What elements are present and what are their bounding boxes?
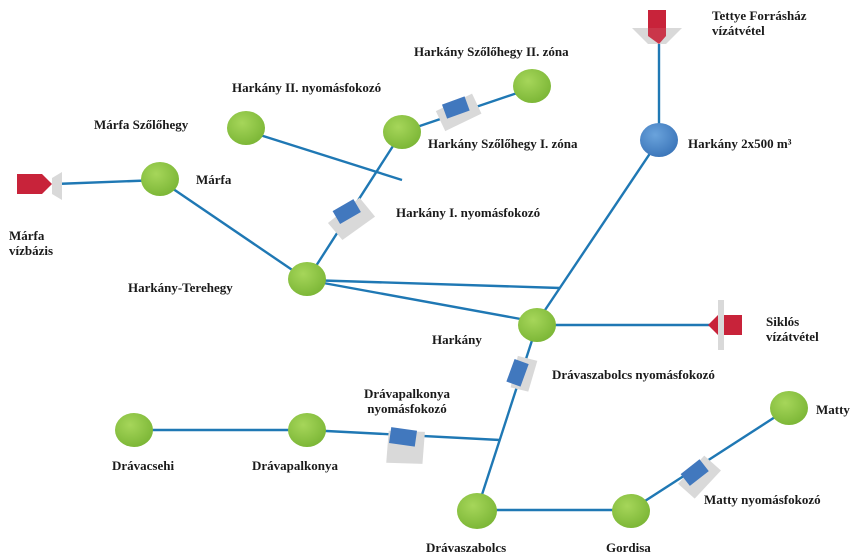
booster-matty-icon	[678, 455, 721, 499]
label-siklos: Siklós vízátvétel	[766, 314, 819, 344]
node-terehegy	[288, 262, 326, 296]
node-marfa-szolohegy	[227, 111, 265, 145]
label-harkany2-booster: Harkány II. nyomásfokozó	[232, 80, 382, 95]
label-dravacsehi: Drávacsehi	[112, 458, 175, 473]
pipe-harkany-dravaszabolcs	[475, 324, 539, 511]
pipe-marfa-szolohegy-szolohegy1	[243, 128, 403, 182]
pipe-tank-harkany	[536, 139, 660, 323]
booster-dravaszabolcs-icon	[506, 355, 538, 392]
label-matty: Matty	[816, 402, 850, 417]
tank-harkany-node	[640, 123, 678, 157]
pipe-terehegy-cross	[306, 278, 561, 290]
label-dravaszabolcs-booster: Drávaszabolcs nyomásfokozó	[552, 367, 715, 382]
consumer-nodes	[115, 69, 808, 529]
source-siklos-icon	[708, 300, 742, 350]
node-matty	[770, 391, 808, 425]
booster-dravapalkonya-icon	[386, 427, 425, 464]
label-harkany1-booster: Harkány I. nyomásfokozó	[396, 205, 541, 220]
node-harkany	[518, 308, 556, 342]
node-dravaszabolcs	[457, 493, 497, 529]
node-gordisa	[612, 494, 650, 528]
label-dravaszabolcs: Drávaszabolcs	[426, 540, 507, 555]
label-marfa-szolohegy: Márfa Szőlőhegy	[94, 117, 189, 132]
booster-harkany1-icon	[327, 197, 376, 241]
source-marfa-icon	[17, 172, 62, 200]
label-gordisa: Gordisa	[606, 540, 651, 555]
label-matty-booster: Matty nyomásfokozó	[704, 492, 821, 507]
label-marfa-source: Márfa vízbázis	[9, 228, 54, 258]
node-szolohegy1	[383, 115, 421, 149]
source-tettye-icon	[632, 10, 682, 44]
label-harkany: Harkány	[432, 332, 482, 347]
node-dravapalkonya	[288, 413, 326, 447]
pipe-terehegy-harkany	[306, 278, 538, 324]
label-tank: Harkány 2x500 m³	[688, 136, 792, 151]
label-marfa: Márfa	[196, 172, 232, 187]
pipe-gordisa-matty	[630, 406, 790, 512]
node-szolohegy2	[513, 69, 551, 103]
label-tettye: Tettye Forrásház vízátvétel	[712, 8, 807, 38]
node-marfa	[141, 162, 179, 196]
label-szolohegy1: Harkány Szőlőhegy I. zóna	[428, 136, 578, 151]
booster-harkany2-icon	[435, 93, 482, 132]
label-terehegy: Harkány-Terehegy	[128, 280, 233, 295]
label-dravapalkonya: Drávapalkonya	[252, 458, 338, 473]
label-szolohegy2: Harkány Szőlőhegy II. zóna	[414, 44, 569, 59]
label-dravapalkonya-booster: Drávapalkonya nyomásfokozó	[364, 386, 450, 416]
node-dravacsehi	[115, 413, 153, 447]
pipe-marfa-terehegy	[159, 179, 308, 281]
